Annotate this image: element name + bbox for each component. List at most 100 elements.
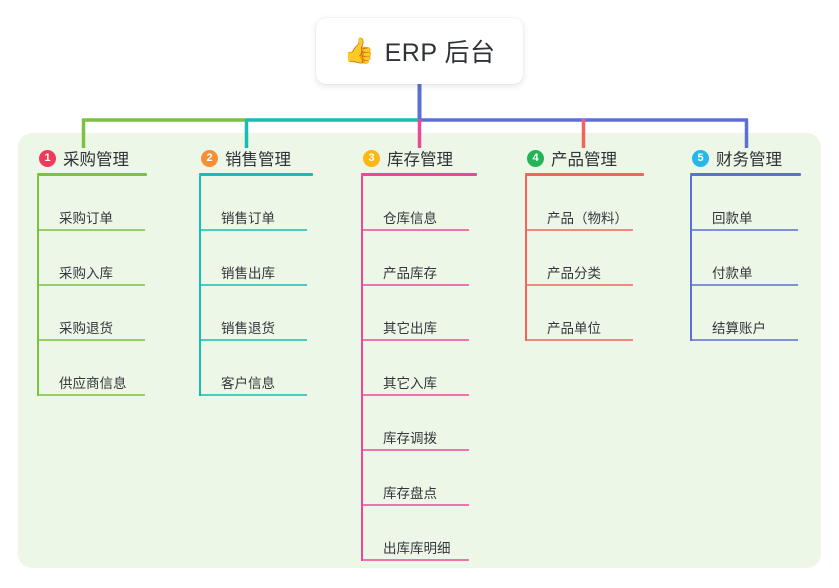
item-label: 采购入库 bbox=[59, 266, 113, 282]
item-underline bbox=[37, 394, 145, 396]
item-label: 客户信息 bbox=[221, 376, 275, 392]
item-label: 回款单 bbox=[712, 211, 753, 227]
item-label: 仓库信息 bbox=[383, 211, 437, 227]
thumbs-up-icon: 👍 bbox=[343, 36, 375, 65]
list-item[interactable]: 采购订单 bbox=[37, 176, 205, 231]
item-label: 供应商信息 bbox=[59, 376, 127, 392]
item-underline bbox=[37, 229, 145, 231]
column-title-2: 销售管理 bbox=[225, 151, 291, 169]
item-label: 销售出库 bbox=[221, 266, 275, 282]
item-underline bbox=[361, 449, 469, 451]
list-item[interactable]: 销售出库 bbox=[199, 231, 367, 286]
column-title-4: 产品管理 bbox=[551, 151, 617, 169]
item-underline bbox=[361, 339, 469, 341]
item-underline bbox=[525, 229, 633, 231]
column-underline-4 bbox=[525, 173, 644, 176]
list-item[interactable]: 库存调拨 bbox=[361, 396, 529, 451]
column-badge-1: 1 bbox=[39, 149, 56, 167]
item-underline bbox=[37, 339, 145, 341]
item-label: 采购订单 bbox=[59, 211, 113, 227]
item-label: 其它入库 bbox=[383, 376, 437, 392]
root-node-title: ERP 后台 bbox=[384, 39, 496, 67]
column-items-5: 回款单 付款单 结算账户 bbox=[690, 176, 839, 341]
item-underline bbox=[361, 284, 469, 286]
item-underline bbox=[199, 339, 307, 341]
list-item[interactable]: 采购退货 bbox=[37, 286, 205, 341]
column-rail-4 bbox=[525, 176, 527, 341]
list-item[interactable]: 供应商信息 bbox=[37, 341, 205, 396]
item-label: 产品分类 bbox=[547, 266, 601, 282]
item-underline bbox=[690, 229, 798, 231]
content-panel bbox=[18, 133, 821, 568]
column-underline-1 bbox=[37, 173, 147, 176]
item-underline bbox=[361, 504, 469, 506]
column-underline-3 bbox=[361, 173, 477, 176]
column-rail-1 bbox=[37, 176, 39, 396]
root-node[interactable]: 👍 ERP 后台 bbox=[316, 18, 523, 84]
item-label: 库存调拨 bbox=[383, 431, 437, 447]
item-underline bbox=[361, 394, 469, 396]
item-label: 付款单 bbox=[712, 266, 753, 282]
column-inventory: 3 库存管理 仓库信息 产品库存 其它出库 其它入库 bbox=[361, 140, 529, 561]
item-label: 产品库存 bbox=[383, 266, 437, 282]
column-badge-3: 3 bbox=[363, 149, 380, 167]
column-header-3[interactable]: 3 库存管理 bbox=[361, 140, 529, 176]
column-items-4: 产品（物料） 产品分类 产品单位 bbox=[525, 176, 693, 341]
column-finance: 5 财务管理 回款单 付款单 结算账户 bbox=[690, 140, 839, 341]
list-item[interactable]: 产品单位 bbox=[525, 286, 693, 341]
column-header-2[interactable]: 2 销售管理 bbox=[199, 140, 367, 176]
item-underline bbox=[361, 229, 469, 231]
column-title-3: 库存管理 bbox=[387, 151, 453, 169]
item-underline bbox=[525, 284, 633, 286]
item-label: 出库库明细 bbox=[383, 541, 451, 557]
item-label: 销售退货 bbox=[221, 321, 275, 337]
item-underline bbox=[361, 559, 469, 561]
item-underline bbox=[199, 229, 307, 231]
column-items-1: 采购订单 采购入库 采购退货 供应商信息 bbox=[37, 176, 205, 396]
item-label: 产品（物料） bbox=[547, 211, 628, 227]
list-item[interactable]: 客户信息 bbox=[199, 341, 367, 396]
column-header-5[interactable]: 5 财务管理 bbox=[690, 140, 839, 176]
list-item[interactable]: 回款单 bbox=[690, 176, 839, 231]
item-label: 销售订单 bbox=[221, 211, 275, 227]
list-item[interactable]: 付款单 bbox=[690, 231, 839, 286]
item-underline bbox=[690, 339, 798, 341]
list-item[interactable]: 库存盘点 bbox=[361, 451, 529, 506]
list-item[interactable]: 采购入库 bbox=[37, 231, 205, 286]
list-item[interactable]: 结算账户 bbox=[690, 286, 839, 341]
item-underline bbox=[690, 284, 798, 286]
item-label: 产品单位 bbox=[547, 321, 601, 337]
list-item[interactable]: 销售退货 bbox=[199, 286, 367, 341]
column-rail-2 bbox=[199, 176, 201, 396]
column-underline-2 bbox=[199, 173, 313, 176]
column-items-3: 仓库信息 产品库存 其它出库 其它入库 库存调拨 bbox=[361, 176, 529, 561]
item-label: 结算账户 bbox=[712, 321, 766, 337]
item-underline bbox=[37, 284, 145, 286]
list-item[interactable]: 产品（物料） bbox=[525, 176, 693, 231]
column-sales: 2 销售管理 销售订单 销售出库 销售退货 客户信息 bbox=[199, 140, 367, 396]
item-underline bbox=[199, 394, 307, 396]
column-header-1[interactable]: 1 采购管理 bbox=[37, 140, 205, 176]
column-purchasing: 1 采购管理 采购订单 采购入库 采购退货 供应商信 bbox=[37, 140, 205, 396]
item-underline bbox=[525, 339, 633, 341]
list-item[interactable]: 其它出库 bbox=[361, 286, 529, 341]
column-title-1: 采购管理 bbox=[63, 151, 129, 169]
list-item[interactable]: 出库库明细 bbox=[361, 506, 529, 561]
column-header-4[interactable]: 4 产品管理 bbox=[525, 140, 693, 176]
list-item[interactable]: 产品分类 bbox=[525, 231, 693, 286]
column-items-2: 销售订单 销售出库 销售退货 客户信息 bbox=[199, 176, 367, 396]
column-badge-5: 5 bbox=[692, 149, 709, 167]
item-underline bbox=[199, 284, 307, 286]
column-list: 1 采购管理 采购订单 采购入库 采购退货 供应商信 bbox=[0, 140, 839, 570]
list-item[interactable]: 销售订单 bbox=[199, 176, 367, 231]
list-item[interactable]: 仓库信息 bbox=[361, 176, 529, 231]
column-badge-4: 4 bbox=[527, 149, 544, 167]
list-item[interactable]: 产品库存 bbox=[361, 231, 529, 286]
item-label: 库存盘点 bbox=[383, 486, 437, 502]
column-title-5: 财务管理 bbox=[716, 151, 782, 169]
column-underline-5 bbox=[690, 173, 801, 176]
item-label: 采购退货 bbox=[59, 321, 113, 337]
column-badge-2: 2 bbox=[201, 149, 218, 167]
list-item[interactable]: 其它入库 bbox=[361, 341, 529, 396]
